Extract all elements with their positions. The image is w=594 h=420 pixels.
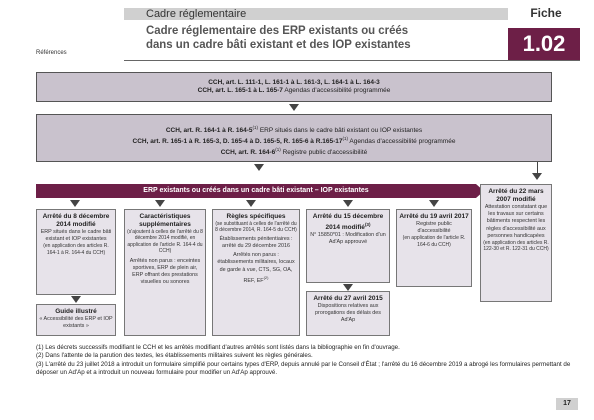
arrow-down-icon (246, 200, 256, 207)
c6-note: (en application des articles R. 122-30 e… (483, 240, 549, 253)
page-number: 17 (556, 398, 578, 410)
c4b-title: Arrêté du 27 avril 2015 (313, 295, 383, 302)
box1-line2: CCH, art. L. 165-1 à L. 165-7 (197, 87, 283, 94)
guide-illustre-box: Guide illustré « Accessibilité des ERP e… (36, 304, 116, 336)
footnotes: (1) Les décrets successifs modifiant le … (36, 344, 576, 378)
box1-line1: CCH, art. L. 111-1, L. 161-1 à L. 161-3,… (208, 79, 380, 86)
c6-title: Arrêté du 22 mars 2007 modifié (488, 188, 544, 203)
column-arrete-2014-adap: Arrêté du 15 décembre 2014 modifié(3) N°… (306, 209, 390, 283)
regulatory-box: CCH, art. R. 164-1 à R. 164-5(1) ERP sit… (36, 114, 552, 162)
legislative-box: CCH, art. L. 111-1, L. 161-1 à L. 161-3,… (36, 72, 552, 102)
fiche-label: Fiche (530, 6, 562, 20)
arrow-down-icon (532, 173, 542, 180)
column-arrete-2017: Arrêté du 19 avril 2017 Registre public … (396, 209, 472, 287)
arrow-down-icon (289, 104, 299, 111)
box2-line3-tail: Registre public d'accessibilité (280, 149, 368, 157)
box1-line2-tail: Agendas d'accessibilité programmée (282, 87, 391, 94)
c4-title: Arrêté du 15 décembre 2014 modifié (312, 213, 384, 232)
arrow-down-icon (343, 284, 353, 291)
c3-title: Règles spécifiques (226, 213, 286, 220)
footnote-2: (2) Dans l'attente de la parution des te… (36, 352, 313, 360)
section-bar: Cadre réglementaire (124, 8, 508, 20)
c1-title: Arrêté du 8 décembre 2014 modifié (42, 213, 110, 228)
box2-line2: CCH, art. R. 165-1 à R. 165-3, D. 165-4 … (132, 138, 343, 146)
column-arrete-2007: Arrêté du 22 mars 2007 modifié Attestati… (480, 184, 552, 302)
c2-body2: Arrêtés non parus : enceintes sportives,… (129, 257, 201, 286)
box2-line2-sup: (1) (342, 136, 348, 142)
c3-body1: (se substituant à celles de l'arrêté du … (215, 221, 297, 234)
page-title: Cadre réglementaire des ERP existants ou… (146, 23, 477, 51)
c3-body3-sup: (2) (263, 274, 269, 280)
c6-body: Attestation constatant que les travaux s… (484, 204, 548, 239)
footnote-1: (1) Les décrets successifs modifiant le … (36, 344, 400, 351)
references-label: Références (36, 50, 67, 56)
c5-title: Arrêté du 19 avril 2017 (399, 213, 469, 220)
box2-line1-tail: ERP situés dans le cadre bâti existant o… (258, 127, 423, 135)
fiche-number: 1.02 (508, 28, 580, 60)
c3-body3: Arrêtés non parus : établissements milit… (217, 252, 295, 284)
c2-title: Caractéristiques supplémentaires (139, 213, 191, 228)
box2-line3: CCH, art. R. 164-6 (220, 149, 276, 157)
arrow-down-icon (343, 200, 353, 207)
arrow-down-icon (70, 200, 80, 207)
arrow-down-icon (429, 200, 439, 207)
column-arrete-2015: Arrêté du 27 avril 2015 Dispositions rel… (306, 291, 390, 336)
column-caracteristiques: Caractéristiques supplémentaires (s'ajou… (124, 209, 206, 336)
c4-body: N° 15850*01 : Modification d'un Ad'Ap ap… (310, 232, 386, 246)
c1b-body: « Accessibilité des ERP et IOP existants… (39, 316, 113, 330)
arrow-down-icon (71, 296, 81, 303)
footnote-3: (3) L'arrêté du 23 juillet 2018 a introd… (36, 360, 571, 377)
title-line-2: dans un cadre bâti existant et des IOP e… (146, 37, 411, 51)
c1-note: (en application des articles R. 164-1 à … (43, 243, 109, 256)
box2-line1: CCH, art. R. 164-1 à R. 164-5 (165, 127, 253, 135)
title-line-1: Cadre réglementaire des ERP existants ou… (146, 23, 409, 37)
c4b-body: Dispositions relatives aux prorogations … (315, 303, 381, 324)
arrow-down-icon (155, 200, 165, 207)
section-label: Cadre réglementaire (146, 8, 247, 20)
box2-line3-sup: (1) (275, 147, 281, 153)
connector-line (537, 162, 538, 174)
column-arrete-2014: Arrêté du 8 décembre 2014 modifié ERP si… (36, 209, 116, 295)
c1b-title: Guide illustré (55, 308, 97, 315)
c5-body: Registre public d'accessibilité (416, 221, 452, 235)
scope-banner: ERP existants ou créés dans un cadre bât… (36, 184, 476, 198)
box2-line1-sup: (1) (252, 125, 259, 130)
c5-note: (en application de l'article R. 164-6 du… (402, 235, 466, 248)
c4-title-sup: (3) (364, 222, 371, 227)
box2-line2-tail: Agendas d'accessibilité programmée (347, 138, 456, 146)
c1-body: ERP situés dans le cadre bâti existant e… (40, 229, 112, 243)
c2-body1: (s'ajoutent à celles de l'arrêté du 8 dé… (127, 229, 203, 255)
column-regles-specifiques: Règles spécifiques (se substituant à cel… (212, 209, 300, 336)
header-rule (124, 60, 580, 61)
c3-body2: Établissements pénitentiaires : arrêté d… (219, 235, 293, 250)
arrow-down-icon (254, 164, 264, 171)
